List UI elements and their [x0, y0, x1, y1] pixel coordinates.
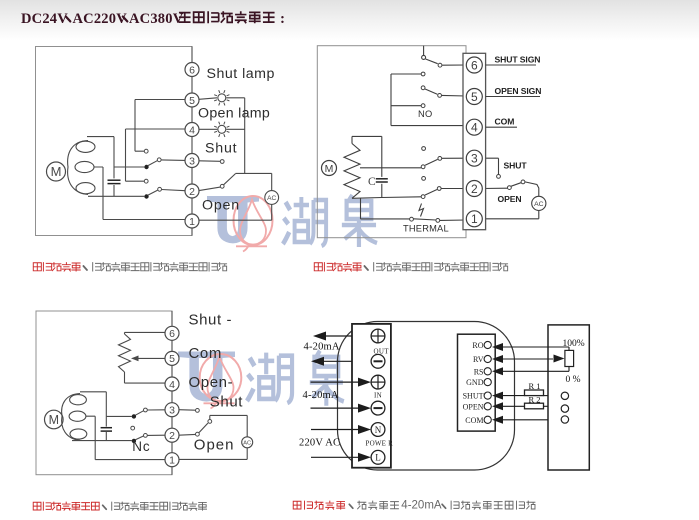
svg-text:M: M — [325, 163, 334, 175]
svg-text:OUT: OUT — [374, 348, 390, 356]
svg-text:SHUT SIGN: SHUT SIGN — [495, 55, 541, 65]
svg-text:COM: COM — [495, 117, 515, 127]
svg-text:6: 6 — [471, 58, 478, 72]
svg-text:OPEN: OPEN — [463, 402, 484, 411]
svg-text:Shut lamp: Shut lamp — [207, 66, 275, 82]
svg-text::: : — [280, 11, 285, 27]
svg-text:THERMAL: THERMAL — [403, 224, 449, 234]
svg-text:POWE R: POWE R — [366, 440, 394, 448]
svg-text:1: 1 — [169, 454, 175, 466]
svg-text:1: 1 — [189, 216, 195, 228]
svg-text:0 %: 0 % — [566, 375, 581, 385]
svg-text:Open: Open — [202, 198, 240, 214]
svg-text:5: 5 — [189, 95, 195, 107]
svg-text:R 2: R 2 — [529, 394, 541, 404]
svg-text:Nc: Nc — [132, 439, 151, 454]
svg-text:OPEN SIGN: OPEN SIGN — [495, 86, 542, 96]
svg-text:220V AC: 220V AC — [299, 438, 340, 449]
svg-text:OPEN: OPEN — [498, 194, 522, 204]
svg-text:RV: RV — [473, 355, 484, 364]
svg-text:RS: RS — [474, 367, 484, 376]
svg-text:SHUT: SHUT — [463, 392, 484, 401]
svg-text:L: L — [375, 453, 381, 463]
svg-text:3: 3 — [471, 152, 478, 166]
svg-text:5: 5 — [169, 353, 175, 365]
svg-text:4-20mA: 4-20mA — [303, 390, 339, 401]
svg-text:M: M — [51, 164, 62, 179]
svg-text:AC: AC — [534, 201, 544, 208]
svg-text:M: M — [49, 413, 59, 427]
svg-text:4-20mA: 4-20mA — [401, 500, 442, 512]
svg-text:100%: 100% — [563, 339, 585, 349]
svg-text:C: C — [368, 176, 376, 188]
svg-text:3: 3 — [189, 155, 195, 167]
svg-text:COM: COM — [465, 416, 483, 425]
svg-text:Open lamp: Open lamp — [198, 106, 270, 122]
svg-text:2: 2 — [189, 186, 195, 198]
svg-text:2: 2 — [471, 182, 478, 196]
svg-text:3: 3 — [169, 404, 175, 416]
svg-text:1: 1 — [471, 212, 478, 226]
svg-text:RO: RO — [472, 341, 483, 350]
svg-text:NO: NO — [418, 109, 433, 119]
svg-text:5: 5 — [471, 90, 478, 104]
svg-text:AC220V: AC220V — [73, 11, 128, 27]
svg-text:Com: Com — [189, 345, 222, 362]
svg-text:4: 4 — [169, 379, 175, 391]
svg-text:Shut: Shut — [210, 394, 243, 411]
svg-text:N: N — [375, 425, 382, 435]
svg-text:Shut: Shut — [205, 141, 237, 157]
svg-text:6: 6 — [189, 64, 195, 76]
svg-text:Shut -: Shut - — [189, 312, 233, 329]
svg-text:AC: AC — [267, 195, 276, 202]
svg-text:DC24V: DC24V — [21, 11, 68, 27]
svg-text:IN: IN — [374, 392, 382, 400]
svg-text:GND: GND — [466, 378, 484, 387]
svg-text:AC380V: AC380V — [129, 11, 184, 27]
svg-text:4: 4 — [189, 124, 195, 136]
svg-text:Open: Open — [194, 436, 235, 453]
svg-text:4-20mA: 4-20mA — [304, 342, 340, 353]
svg-text:SHUT: SHUT — [504, 161, 528, 171]
svg-text:6: 6 — [169, 328, 175, 340]
svg-text:R 1: R 1 — [529, 381, 541, 391]
svg-text:AC: AC — [243, 440, 251, 446]
svg-text:2: 2 — [169, 430, 175, 442]
svg-text:Open-: Open- — [189, 374, 234, 391]
svg-text:4: 4 — [471, 121, 478, 135]
